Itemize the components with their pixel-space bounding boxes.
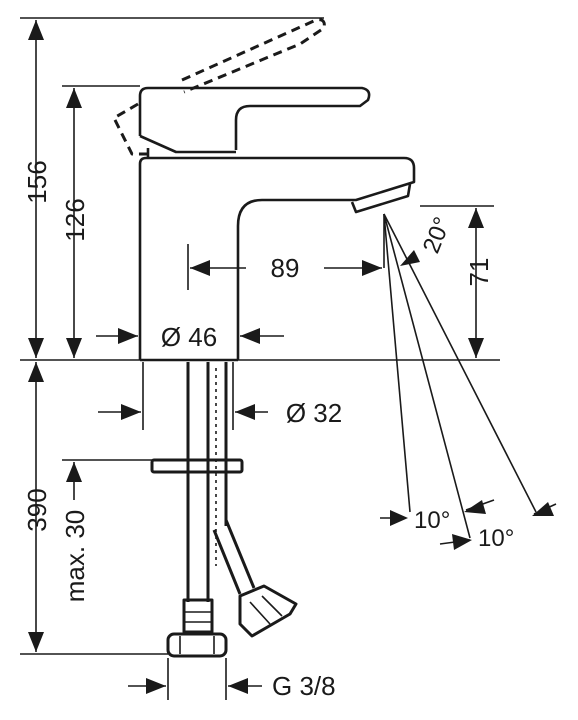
label-hole-diameter: Ø 32 xyxy=(286,398,342,428)
label-jet-angle: 20° xyxy=(418,213,457,257)
lever-handle xyxy=(138,86,371,158)
label-projection: 89 xyxy=(271,253,300,283)
dimension-projection xyxy=(187,244,382,290)
label-base-diameter: Ø 46 xyxy=(161,322,217,352)
connection-fitting xyxy=(166,598,228,658)
label-spout-height: 126 xyxy=(60,198,90,241)
dimension-supply-length xyxy=(20,362,168,655)
dimension-hole-diameter xyxy=(98,404,268,420)
angle-arrows xyxy=(380,250,557,550)
supply-hose xyxy=(212,519,298,638)
label-spread-right: 10° xyxy=(478,525,514,552)
mounting-nut xyxy=(150,458,244,474)
dimension-outlet-height xyxy=(420,205,494,358)
dimension-total-height xyxy=(20,17,324,358)
dimension-spout-height xyxy=(62,85,140,358)
label-max-thickness: max. 30 xyxy=(60,510,90,603)
label-connection: G 3/8 xyxy=(272,671,336,701)
label-spread-left: 10° xyxy=(414,507,450,534)
dimension-base-diameter xyxy=(96,328,284,344)
label-total-height: 156 xyxy=(22,160,52,203)
label-supply-length: 390 xyxy=(22,488,52,531)
label-outlet-height: 71 xyxy=(464,258,494,287)
threaded-rod xyxy=(142,362,234,602)
dimension-max-thickness xyxy=(62,459,152,500)
dimension-connection-thread xyxy=(128,658,262,700)
lever-open-position xyxy=(112,18,326,156)
